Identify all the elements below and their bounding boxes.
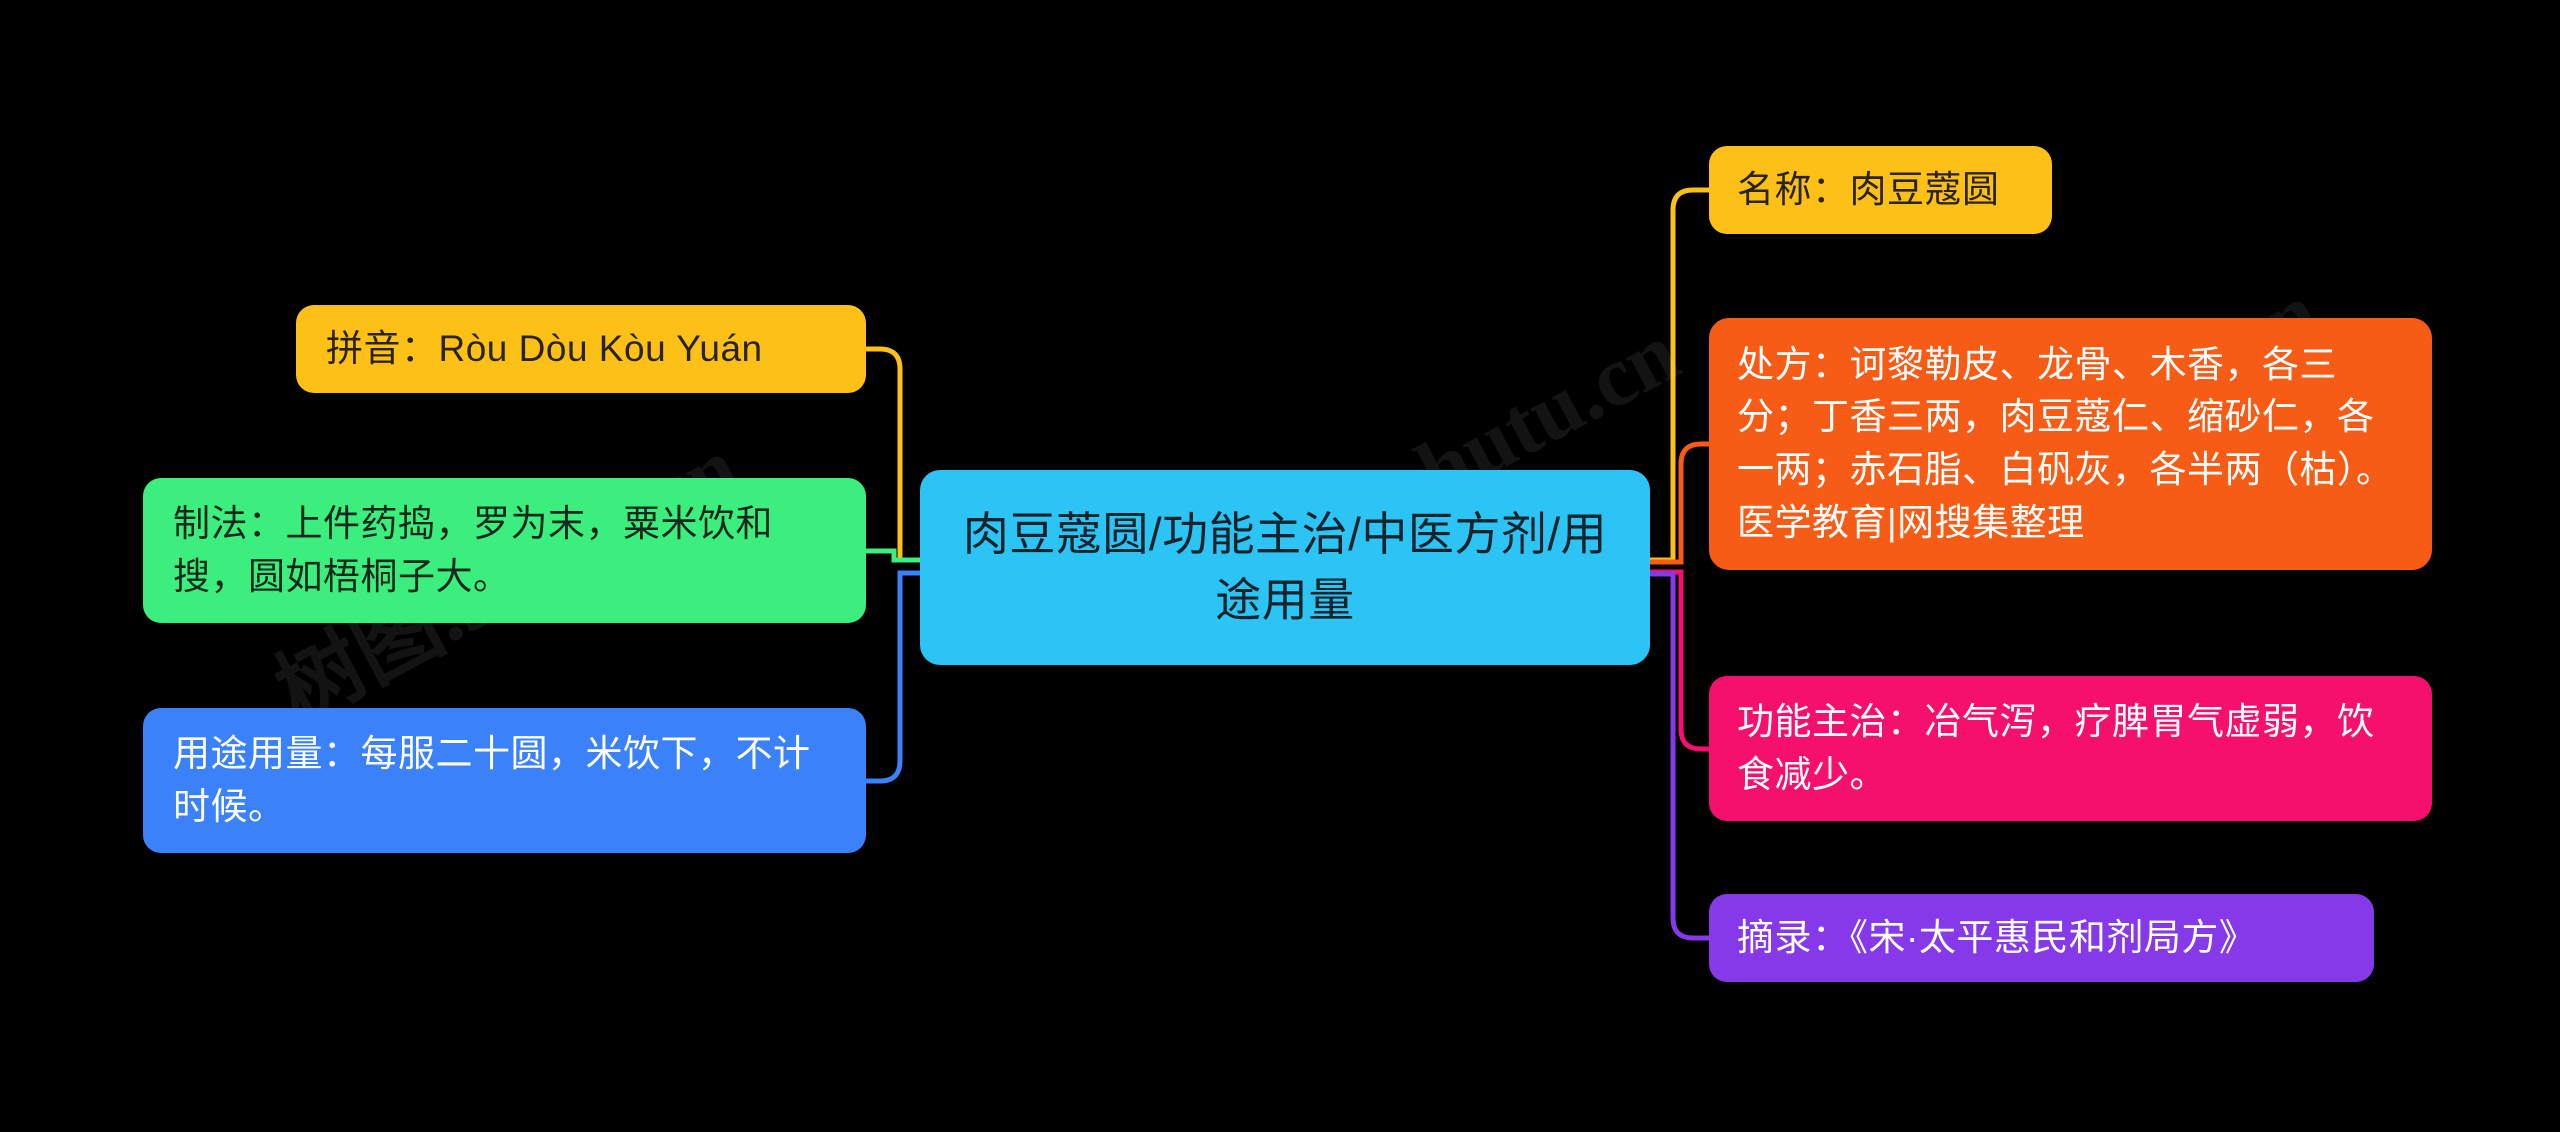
node-label-indication: 功能主治：冶气泻，疗脾胃气虚弱，饮食减少。 [1737,700,2375,795]
node-label-dosage: 用途用量：每服二十圆，米饮下，不计时候。 [173,732,811,827]
mindmap-node-indication[interactable]: 功能主治：冶气泻，疗脾胃气虚弱，饮食减少。 [1709,676,2432,821]
connector-name [1647,187,1712,563]
node-label-pinyin: 拼音：Ròu Dòu Kòu Yuán [326,327,763,369]
node-label-name: 名称：肉豆蔻圆 [1737,168,2000,210]
mindmap-node-pinyin[interactable]: 拼音：Ròu Dòu Kòu Yuán [296,305,866,393]
mindmap-node-source[interactable]: 摘录：《宋·太平惠民和剂局方》 [1709,894,2374,982]
connector-pinyin [863,346,923,563]
node-label-prescription: 处方：诃黎勒皮、龙骨、木香，各三分；丁香三两，肉豆蔻仁、缩砂仁，各一两；赤石脂、… [1737,343,2394,543]
root-node-label: 肉豆蔻圆/功能主治/中医方剂/用途用量 [962,508,1608,626]
connector-prescription [1647,441,1712,565]
mindmap-node-dosage[interactable]: 用途用量：每服二十圆，米饮下，不计时候。 [143,708,866,853]
connector-zhifa [863,548,923,563]
node-label-source: 摘录：《宋·太平惠民和剂局方》 [1737,916,2257,958]
mindmap-node-preparation[interactable]: 制法：上件药捣，罗为末，粟米饮和搜，圆如梧桐子大。 [143,478,866,623]
node-label-preparation: 制法：上件药捣，罗为末，粟米饮和搜，圆如梧桐子大。 [173,502,773,597]
mindmap-node-name[interactable]: 名称：肉豆蔻圆 [1709,146,2052,234]
connector-indication [1647,569,1712,752]
connector-source [1647,571,1712,941]
mindmap-node-prescription[interactable]: 处方：诃黎勒皮、龙骨、木香，各三分；丁香三两，肉豆蔻仁、缩砂仁，各一两；赤石脂、… [1709,318,2432,570]
mindmap-root-node[interactable]: 肉豆蔻圆/功能主治/中医方剂/用途用量 [920,470,1650,665]
connector-dosage [863,570,923,784]
